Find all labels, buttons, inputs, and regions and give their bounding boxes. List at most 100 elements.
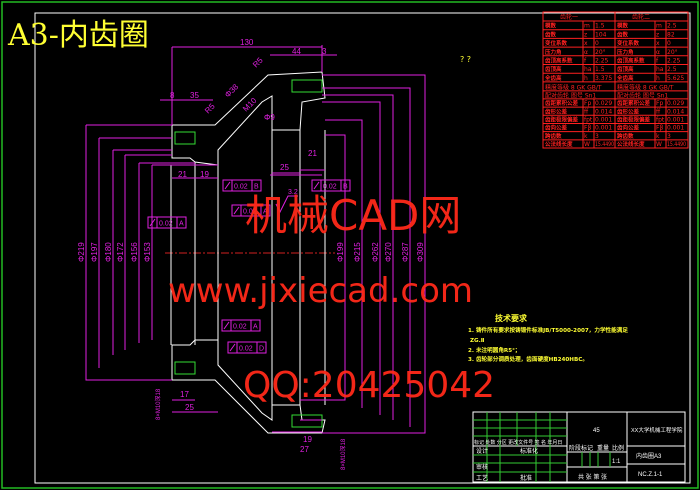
table-param-symbol: ff — [656, 108, 661, 115]
table-param-value: 0.029 — [667, 100, 684, 107]
diameter-label: Φ199 — [336, 242, 345, 262]
table-param-label: 齿距累积公差 — [545, 99, 579, 107]
technical-requirements: 技术要求 1. 铸件所有要求按铸锻件标准JB/T5000-2007，力学性能满足… — [468, 313, 628, 363]
tech-req-line-2: 2. 未注明圆角R5°； — [468, 346, 521, 354]
diameter-label: Φ309 — [416, 242, 425, 262]
right-dimension-lines — [300, 74, 426, 434]
table-param-symbol: Fβ — [656, 125, 663, 132]
surface-roughness-symbol: 3.2 — [275, 189, 298, 214]
table-param-symbol: Fβ — [584, 125, 591, 132]
table-param-label: 模数 — [617, 22, 629, 30]
table-param-symbol: f — [584, 58, 587, 65]
table-param-label: 齿顶高系数 — [617, 57, 645, 65]
table-grade-left: 配对齿轮 图号 Sn1 — [545, 91, 596, 99]
table-param-symbol: x — [584, 40, 588, 47]
threaded-hole-lower-left — [174, 361, 196, 375]
table-param-label: 压力角 — [617, 48, 634, 56]
table-grade-right: 精度等级 8 GK GB/T — [617, 83, 674, 91]
table-param-label: 齿顶高 — [617, 65, 634, 73]
threaded-hole-lower-right — [291, 414, 323, 428]
lower-section — [171, 339, 326, 434]
table-param-label: 公法线长度 — [545, 140, 573, 148]
tb-part-name: 内齿圈A3 — [636, 452, 662, 460]
table-grade-right: 配对齿轮 图号 Sn1 — [617, 91, 668, 99]
tolerance-datum: A — [253, 324, 258, 331]
tb-design: 设计 — [476, 447, 488, 455]
table-param-label: 变位系数 — [617, 39, 640, 47]
dim-27: 27 — [300, 445, 309, 454]
table-param-symbol: ha — [584, 66, 592, 73]
dim-17: 17 — [180, 390, 189, 399]
tolerance-value: 0.02 — [323, 184, 337, 191]
table-param-label: 齿距极限偏差 — [545, 115, 579, 123]
table-param-value: 0.014 — [595, 108, 612, 115]
tolerance-value: 0.02 — [239, 346, 253, 353]
table-param-symbol: ff — [584, 108, 589, 115]
table-param-value: 3 — [667, 133, 671, 140]
table-param-value: 3 — [595, 133, 599, 140]
table-param-symbol: α — [656, 49, 660, 56]
table-param-label: 齿向公差 — [617, 124, 640, 132]
table-param-value: 1.5 — [595, 66, 605, 73]
holes-note-right: 8×M10深18 — [339, 438, 347, 470]
table-param-value: 1.5 — [595, 23, 605, 30]
table-param-value: 0 — [595, 40, 599, 47]
table-param-label: 公法线长度 — [617, 140, 645, 148]
table-param-value: 0.001 — [595, 116, 612, 123]
table-param-label: 模数 — [545, 22, 557, 30]
runout-icon — [229, 343, 236, 352]
dim-21-a: 21 — [178, 170, 187, 179]
drawing-title: A3-内齿圈 — [7, 18, 149, 53]
tolerance-datum: B — [254, 184, 259, 191]
dim-130: 130 — [240, 38, 254, 47]
table-param-symbol: x — [656, 40, 660, 47]
diameter-label: Φ287 — [401, 242, 410, 262]
tolerance-datum: A — [179, 221, 184, 228]
table-param-label: 齿顶高系数 — [545, 57, 573, 65]
drawing-frame — [34, 12, 691, 484]
roughness-value: 3.2 — [288, 189, 298, 196]
tolerance-value: 0.02 — [159, 221, 173, 228]
tb-drawing-number: NC.Z.1-1 — [638, 472, 663, 478]
diameter-label: Φ270 — [384, 242, 393, 262]
dim-phi38: Φ38 — [223, 82, 241, 100]
table-param-value: 2.5 — [667, 66, 677, 73]
table-param-symbol: Fp — [584, 100, 591, 107]
diameter-label: Φ156 — [130, 242, 139, 262]
holes-note-left: 8×M10深18 — [154, 388, 162, 420]
diameter-label: Φ172 — [116, 242, 125, 262]
dim-r5-b: R5 — [203, 101, 217, 115]
tolerance-value: 0.02 — [234, 184, 248, 191]
watermark-url: www.jixiecad.com — [168, 271, 473, 311]
table-param-symbol: h — [656, 75, 660, 82]
threaded-hole-upper-left — [174, 131, 196, 145]
diameter-label: Φ153 — [143, 242, 152, 262]
tech-req-line-1: 1. 铸件所有要求按铸锻件标准JB/T5000-2007，力学性能满足 — [468, 326, 628, 334]
tb-header-row: 标记 处数 分区 更改文件号 签 名 年月日 — [474, 439, 562, 446]
diameter-label: Φ219 — [77, 242, 86, 262]
table-header-left: 齿轮一 — [560, 13, 578, 21]
table-param-value: 20° — [595, 49, 606, 56]
table-param-label: 齿顶高 — [545, 65, 562, 73]
threaded-hole-upper-right — [291, 79, 323, 93]
diameter-label: Φ262 — [371, 242, 380, 262]
tb-weight: 重量 — [597, 444, 609, 452]
dim-44: 44 — [292, 47, 301, 56]
tb-standard: 标准化 — [520, 447, 538, 455]
table-param-value: 0.001 — [667, 116, 684, 123]
table-param-value: 2.25 — [667, 58, 681, 65]
table-param-label: 齿距极限偏差 — [617, 115, 651, 123]
tb-scale: 比例 — [612, 444, 624, 452]
tb-school: XX大学机械工程学院 — [631, 426, 683, 434]
table-param-value: 15.4490 — [595, 141, 614, 148]
dim-phi9: Φ9 — [264, 113, 275, 122]
tb-material: 45 — [593, 428, 600, 434]
table-param-symbol: h — [584, 75, 588, 82]
table-param-symbol: W — [656, 141, 662, 148]
